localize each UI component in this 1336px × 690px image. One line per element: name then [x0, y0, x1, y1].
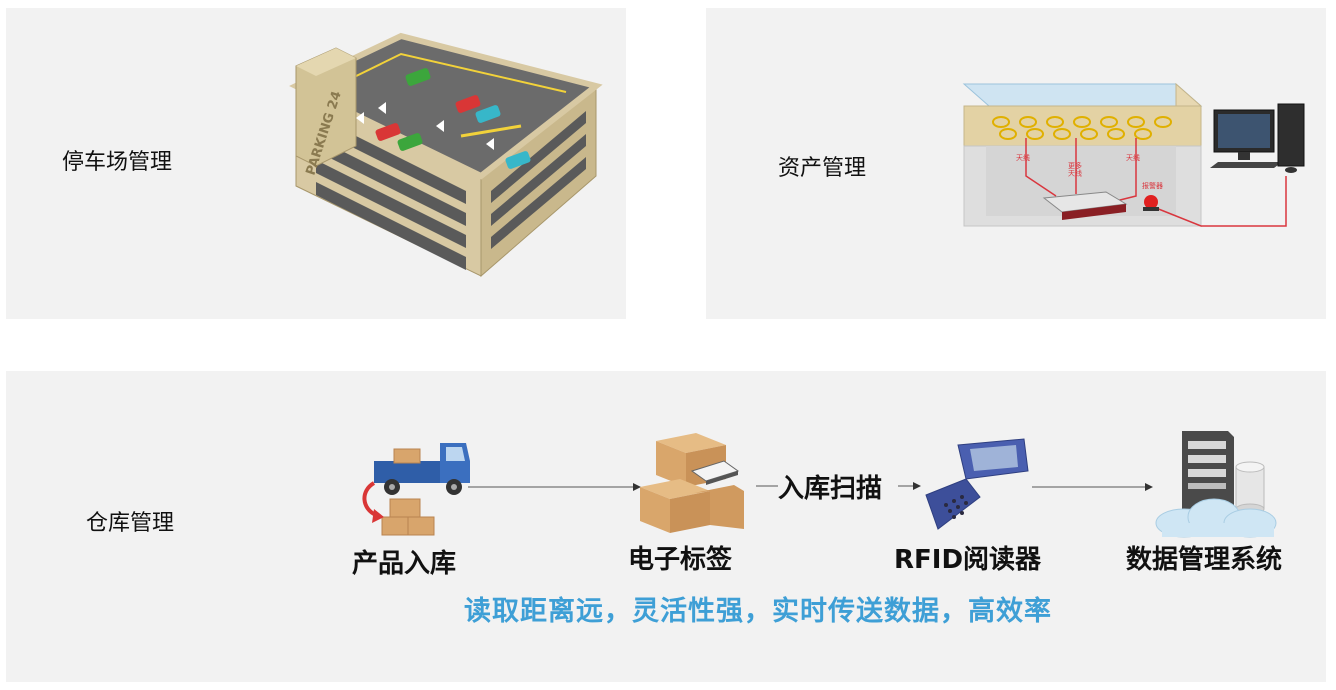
asset-management-panel: 资产管理 天线 更多天线 天线 报警器 — [706, 8, 1326, 319]
computer-icon — [1210, 104, 1304, 173]
electronic-tag-boxes-illustration — [636, 431, 746, 541]
cardboard-box-icon — [382, 499, 434, 535]
parking-garage-illustration: PARKING 24 — [286, 26, 606, 301]
antenna-label-left: 天线 — [1016, 153, 1030, 162]
parking-management-title: 停车场管理 — [62, 144, 172, 176]
database-icon — [1236, 462, 1264, 514]
asset-management-title: 资产管理 — [778, 150, 866, 182]
step-label-e-tag: 电子标签 — [628, 539, 732, 576]
step-label-data-system: 数据管理系统 — [1126, 539, 1282, 576]
rfid-handheld-reader-illustration — [918, 437, 1030, 537]
antenna-label-right: 天线 — [1126, 153, 1140, 162]
handheld-reader-icon — [926, 439, 1028, 529]
parking-management-panel: 停车场管理 PARKING 24 — [6, 8, 626, 319]
cardboard-box-icon — [640, 433, 744, 533]
asset-rfid-room-illustration: 天线 更多天线 天线 报警器 — [956, 76, 1321, 241]
warehouse-management-panel: 仓库管理 — [6, 371, 1326, 682]
step-label-product-in: 产品入库 — [352, 543, 456, 580]
warehouse-slogan: 读取距离远，灵活性强，实时传送数据，高效率 — [464, 589, 1052, 628]
antenna-label-more: 更多天线 — [1068, 161, 1082, 178]
delivery-truck-illustration — [354, 435, 474, 547]
alarm-label: 报警器 — [1142, 181, 1163, 190]
truck-icon — [374, 443, 470, 495]
step-label-rfid-reader: RFID阅读器 — [894, 539, 1041, 576]
data-management-server-illustration — [1154, 427, 1280, 545]
scan-label: 入库扫描 — [778, 468, 882, 505]
